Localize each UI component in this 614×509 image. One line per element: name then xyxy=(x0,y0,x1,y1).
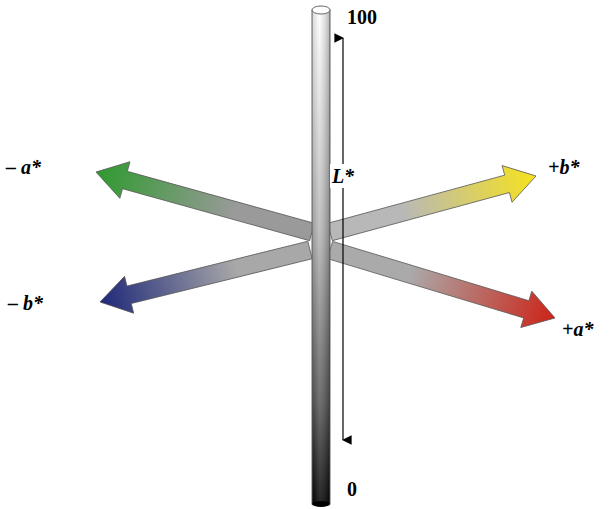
axis-label: +a* xyxy=(562,318,593,340)
lightness-axis-line xyxy=(343,38,344,440)
blue-arrow xyxy=(100,241,312,313)
red-arrow xyxy=(327,241,555,327)
yellow-arrow xyxy=(328,166,536,241)
axis-label: L* xyxy=(330,164,356,188)
scale-max-label: 100 xyxy=(347,6,377,28)
axis-label: – b* xyxy=(8,292,43,314)
green-arrow xyxy=(96,162,314,241)
axis-label: +b* xyxy=(548,156,579,178)
axis-label: – a* xyxy=(6,156,41,178)
scale-min-label: 0 xyxy=(347,478,357,500)
lightness-pole xyxy=(312,6,330,507)
